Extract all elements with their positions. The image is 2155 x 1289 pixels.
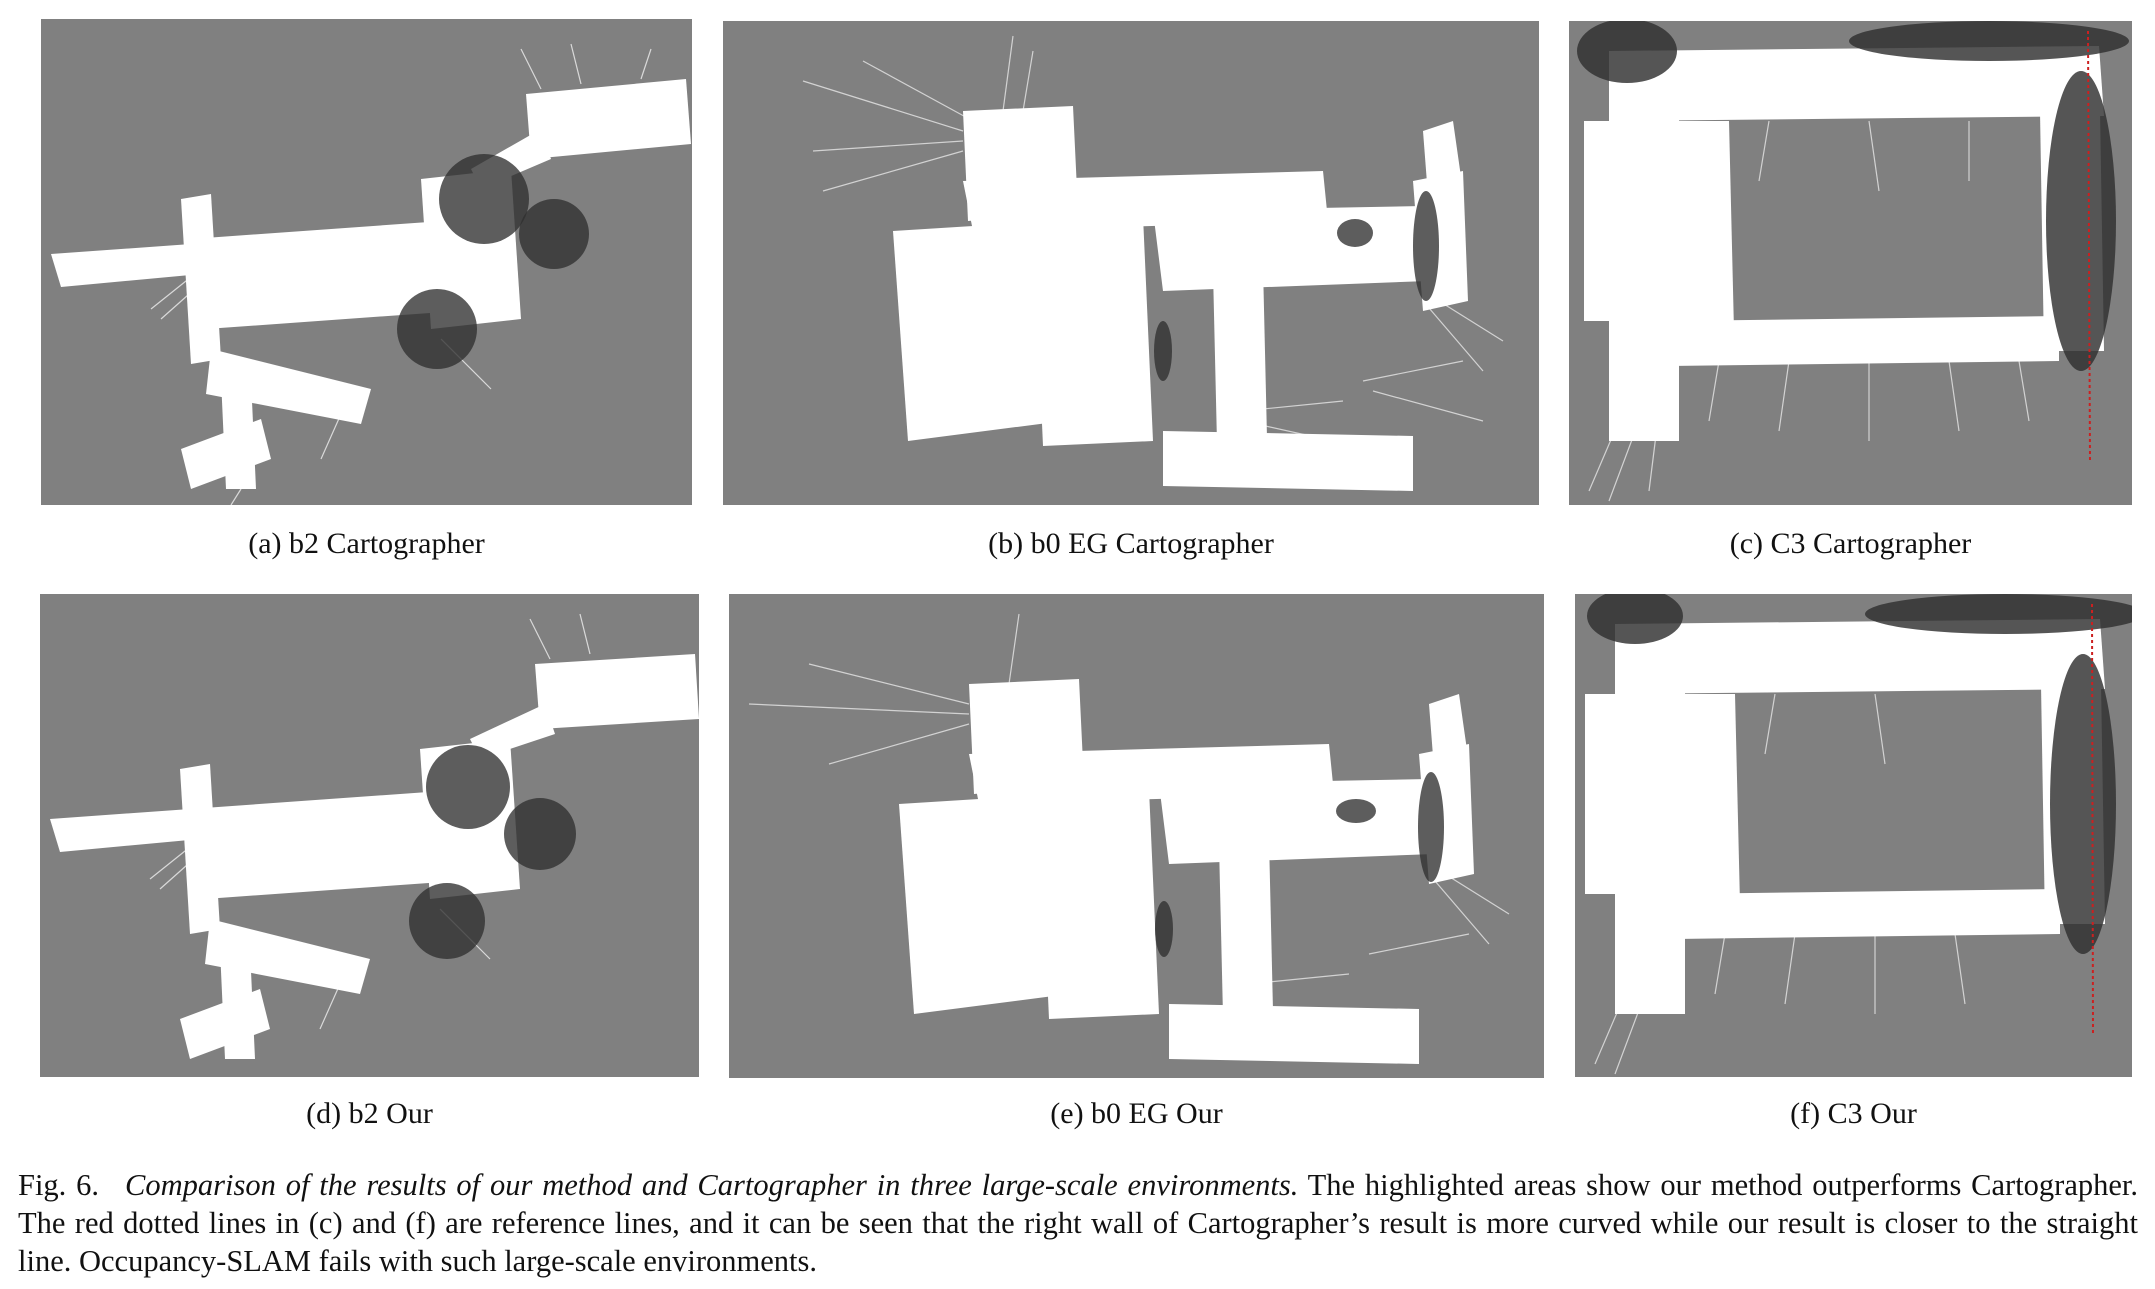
map-panel-a-b2-cartographer (41, 19, 692, 505)
occupancy-map-c3-our (1585, 594, 2132, 1075)
figure-caption: Fig. 6. Comparison of the results of our … (18, 1166, 2138, 1280)
subfigure-label-d: (d) b2 Our (306, 1097, 433, 1130)
occupancy-map-b2 (51, 43, 691, 505)
figure-number: Fig. 6. (18, 1168, 100, 1202)
subfigure-label-f: (f) C3 Our (1790, 1097, 1917, 1130)
map-panel-e-b0-eg-our (729, 594, 1544, 1078)
subfigure-label-a: (a) b2 Cartographer (248, 527, 485, 560)
caption-body: The highlighted areas show our method ou… (18, 1168, 2138, 1278)
occupancy-map-c3 (1577, 21, 2129, 502)
caption-italic-title: Comparison of the results of our method … (125, 1168, 1299, 1202)
map-panel-c-c3-cartographer (1569, 21, 2132, 505)
occupancy-map-b2-our (50, 613, 699, 1059)
occupancy-map-b0-eg (802, 35, 1504, 491)
subfigure-label-e: (e) b0 EG Our (1050, 1097, 1223, 1130)
subfigure-label-b: (b) b0 EG Cartographer (988, 527, 1274, 560)
map-panel-f-c3-our (1575, 594, 2132, 1077)
map-panel-b-b0-eg-cartographer (723, 21, 1539, 505)
map-panel-d-b2-our (40, 594, 699, 1077)
subfigure-label-c: (c) C3 Cartographer (1729, 527, 1972, 560)
occupancy-map-b0-eg-our (748, 613, 1510, 1064)
